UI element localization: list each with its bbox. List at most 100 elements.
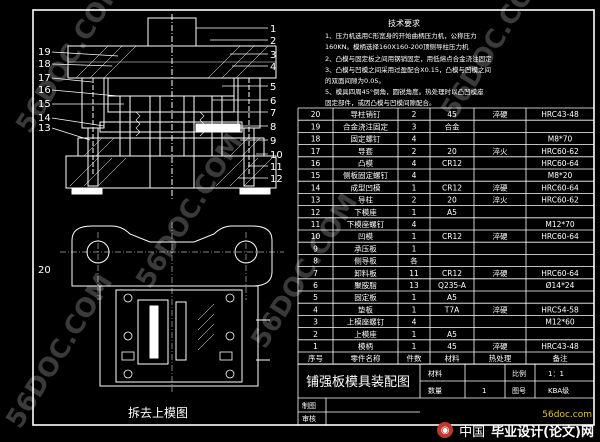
table-cell: 16 [311,159,321,168]
leader-number: 1 [270,24,276,35]
leader-number: 11 [270,162,283,173]
quantity-label: 数量 [428,386,442,395]
table-cell: 20 [311,110,321,119]
watermark-text: 56DOC.COM [130,129,249,294]
table-cell: 淬火 [493,146,508,156]
leader-number: 5 [270,82,276,93]
table-cell: HRC60-62 [541,147,579,156]
table-cell: 1 [412,330,417,339]
leader-lines [51,27,268,179]
table-cell: HRC60-64 [541,269,579,278]
table-cell: 18 [311,135,321,144]
table-cell: 淬硬 [493,109,508,119]
guide-pillar-right [243,127,255,187]
table-cell: M12*60 [545,318,575,327]
quantity-value: 1 [482,387,486,395]
drawing-no-value: KBA级 [548,386,569,395]
scale-label: 比例 [512,369,526,378]
table-cell: HRC60-64 [541,232,579,241]
table-cell: 4 [412,318,417,327]
leader-number: 18 [38,59,51,70]
leader-number: 10 [270,150,283,161]
table-cell: 6 [313,281,318,290]
table-cell: M12*70 [545,220,575,229]
table-cell: 凹模 [358,231,373,241]
table-cell: 上模座 [354,329,377,339]
table-cell: 1 [412,293,417,302]
table-cell: 模柄 [358,341,373,351]
table-cell: 1 [412,208,417,217]
table-cell: 1 [412,305,417,314]
table-cell: 淬硬 [493,341,508,351]
note-line: 固定部件，或因凸模与凹模间隙配合。 [325,98,436,107]
table-cell: 12 [311,208,321,217]
table-cell: 4 [412,159,417,168]
table-cell: 淬硬 [493,304,508,314]
leader-number: 14 [38,113,51,124]
table-cell: 4 [412,135,417,144]
table-cell: 1 [313,342,318,351]
site-logo-icon: ◉ [437,422,454,438]
leader-number: 2 [270,36,276,47]
table-cell: 45 [447,342,457,351]
table-cell: HRC60-64 [541,159,579,168]
table-header-cell: 零件名称 [351,353,381,363]
table-cell: 固定螺钉 [351,134,381,144]
table-cell: 2 [412,147,417,156]
table-cell: CR12 [442,159,462,168]
leader-number: 4 [270,62,276,73]
note-line: 3、凸模与凹模之间采用过盈配合X0.15，凸模与凹模之间 [325,65,491,74]
table-cell: 14 [311,183,321,192]
leader-number: 8 [270,122,276,133]
table-cell: 合金浇注固定 [343,121,388,131]
table-cell: 1 [412,183,417,192]
footer-branding: 56doc.com ◉ 中国 毕业设计(论文)网 [437,410,594,440]
table-cell: A5 [447,330,457,339]
leader-number: 12 [270,174,283,185]
table-cell: 4 [412,220,417,229]
table-cell: CR12 [442,232,462,241]
punch [183,95,195,157]
table-header-cell: 材料 [445,353,460,363]
table-cell: 承压板 [354,243,377,253]
watermark-text: 56DOC.COM [245,189,364,354]
table-cell: 3 [313,318,318,327]
backing-plate [107,77,235,97]
table-cell: Ø14*24 [546,281,575,290]
table-cell: 导柱销钉 [351,109,381,119]
table-cell: 4 [412,171,417,180]
table-cell: 下模座 [354,207,377,217]
die-plate-plan [99,285,259,387]
leader-number: 19 [38,47,51,58]
notes-heading: 技术要求 [388,18,420,28]
table-cell: 1 [412,232,417,241]
title-block-text: 铺强板模具装配图 材料 比例 1：1 数量 1 图号 KBA级 制图 审核 [302,369,569,423]
table-cell: CR12 [442,183,462,192]
table-cell: 垫板 [358,304,373,314]
footer-logo-text: 中国 [459,424,486,440]
leader-numbers-right: 1 2 3 4 5 6 7 8 9 10 11 12 [270,24,283,185]
table-cell: 5 [313,293,318,302]
table-cell: HRC54-58 [541,305,579,314]
guide-pillar-left [87,127,99,187]
table-cell: 侧板固定螺钉 [343,170,388,180]
table-header-cell: 热处理 [489,353,512,363]
table-cell: 11 [409,269,419,278]
leader-number: 3 [270,50,276,61]
parts-table-grid [297,107,595,365]
table-cell: 13 [311,196,321,205]
plan-view [60,222,284,392]
checked-label: 审核 [302,414,316,423]
scale-value: 1：1 [548,370,564,378]
table-cell: 下模座螺钉 [347,219,385,229]
leader-number: 20 [38,265,51,276]
material-label: 材料 [428,369,442,378]
watermark-text: 56DOC.COM [10,0,129,139]
note-line: 5、模具四周45°倒角，圆锐角度。热处理时以凸凹模座 [325,87,484,96]
table-cell: 上模座螺钉 [347,317,385,327]
table-cell: 9 [313,244,318,253]
drawing-no-label: 图号 [512,387,526,395]
